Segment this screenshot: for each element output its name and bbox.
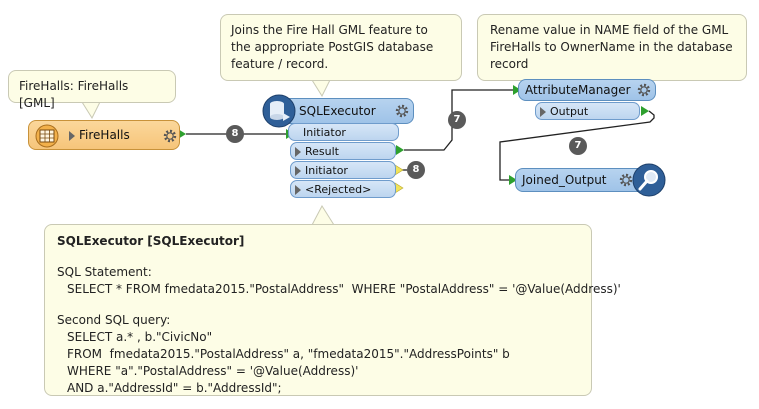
firehalls-reader[interactable]: FireHalls	[28, 120, 180, 150]
rename-note[interactable]: Rename value in NAME field of the GML Fi…	[477, 14, 747, 81]
gear-icon[interactable]	[636, 82, 652, 98]
feature-count-badge[interactable]: 8	[407, 161, 425, 179]
table-icon	[35, 124, 59, 148]
sqlexecutor-initiator-output-port[interactable]: Initiator	[290, 161, 396, 179]
second-query-line: FROM fmedata2015."PostalAddress" a, "fme…	[67, 347, 510, 361]
sql-statement: SELECT * FROM fmedata2015."PostalAddress…	[67, 282, 621, 296]
sqlexecutor-result-port[interactable]: Result	[290, 142, 396, 160]
expand-arrow-icon	[295, 147, 301, 157]
magnifier-icon[interactable]	[632, 163, 666, 197]
attributemanager-output-port[interactable]: Output	[535, 102, 640, 120]
firehalls-note-text: FireHalls: FireHalls [GML]	[19, 79, 129, 110]
second-query-label: Second SQL query:	[57, 313, 171, 327]
feature-count-badge[interactable]: 8	[226, 125, 244, 143]
writer-label: Joined_Output	[522, 173, 607, 187]
attributemanager-label: AttributeManager	[525, 83, 631, 97]
second-query-line: SELECT a.* , b."CivicNo"	[67, 330, 213, 344]
database-icon	[262, 94, 296, 128]
sqlexecutor-initiator-input[interactable]: Initiator	[288, 123, 399, 141]
firehalls-note[interactable]: FireHalls: FireHalls [GML]	[8, 70, 176, 110]
joined-output-writer[interactable]: Joined_Output	[515, 168, 647, 192]
expand-arrow-icon	[295, 166, 301, 176]
reader-label: FireHalls	[79, 128, 130, 142]
sqlexecutor-description-note[interactable]: Joins the Fire Hall GML feature to the a…	[220, 14, 462, 81]
expand-arrow-icon	[295, 185, 301, 195]
feature-count-badge[interactable]: 7	[569, 137, 587, 155]
sqlexecutor-rejected-port[interactable]: <Rejected>	[290, 180, 396, 198]
initiator-port-label: Initiator	[305, 164, 348, 177]
rejected-port-label: <Rejected>	[305, 183, 372, 196]
attributemanager-transformer[interactable]: AttributeManager	[518, 79, 656, 101]
expand-arrow-icon	[540, 107, 546, 117]
sql-statement-label: SQL Statement:	[57, 265, 152, 279]
input-port-label: Initiator	[303, 126, 346, 139]
feature-count-badge[interactable]: 7	[448, 111, 466, 129]
gear-icon[interactable]	[162, 128, 178, 144]
result-port-label: Result	[305, 145, 339, 158]
sqlexecutor-label: SQLExecutor	[299, 104, 376, 118]
gear-icon[interactable]	[394, 103, 410, 119]
output-port-label: Output	[550, 105, 589, 118]
expand-arrow-icon[interactable]	[69, 131, 75, 141]
rename-note-text: Rename value in NAME field of the GML Fi…	[490, 23, 733, 71]
sqlexecutor-description-text: Joins the Fire Hall GML feature to the a…	[231, 23, 434, 71]
second-query-line: WHERE "a"."PostalAddress" = '@Value(Addr…	[67, 364, 359, 378]
sqlexecutor-detail-note[interactable]: SQLExecutor [SQLExecutor] SQL Statement:…	[44, 224, 621, 396]
gear-icon[interactable]	[618, 172, 634, 188]
detail-title: SQLExecutor [SQLExecutor]	[57, 234, 245, 248]
second-query-line: AND a."AddressId" = b."AddressId";	[67, 381, 282, 395]
